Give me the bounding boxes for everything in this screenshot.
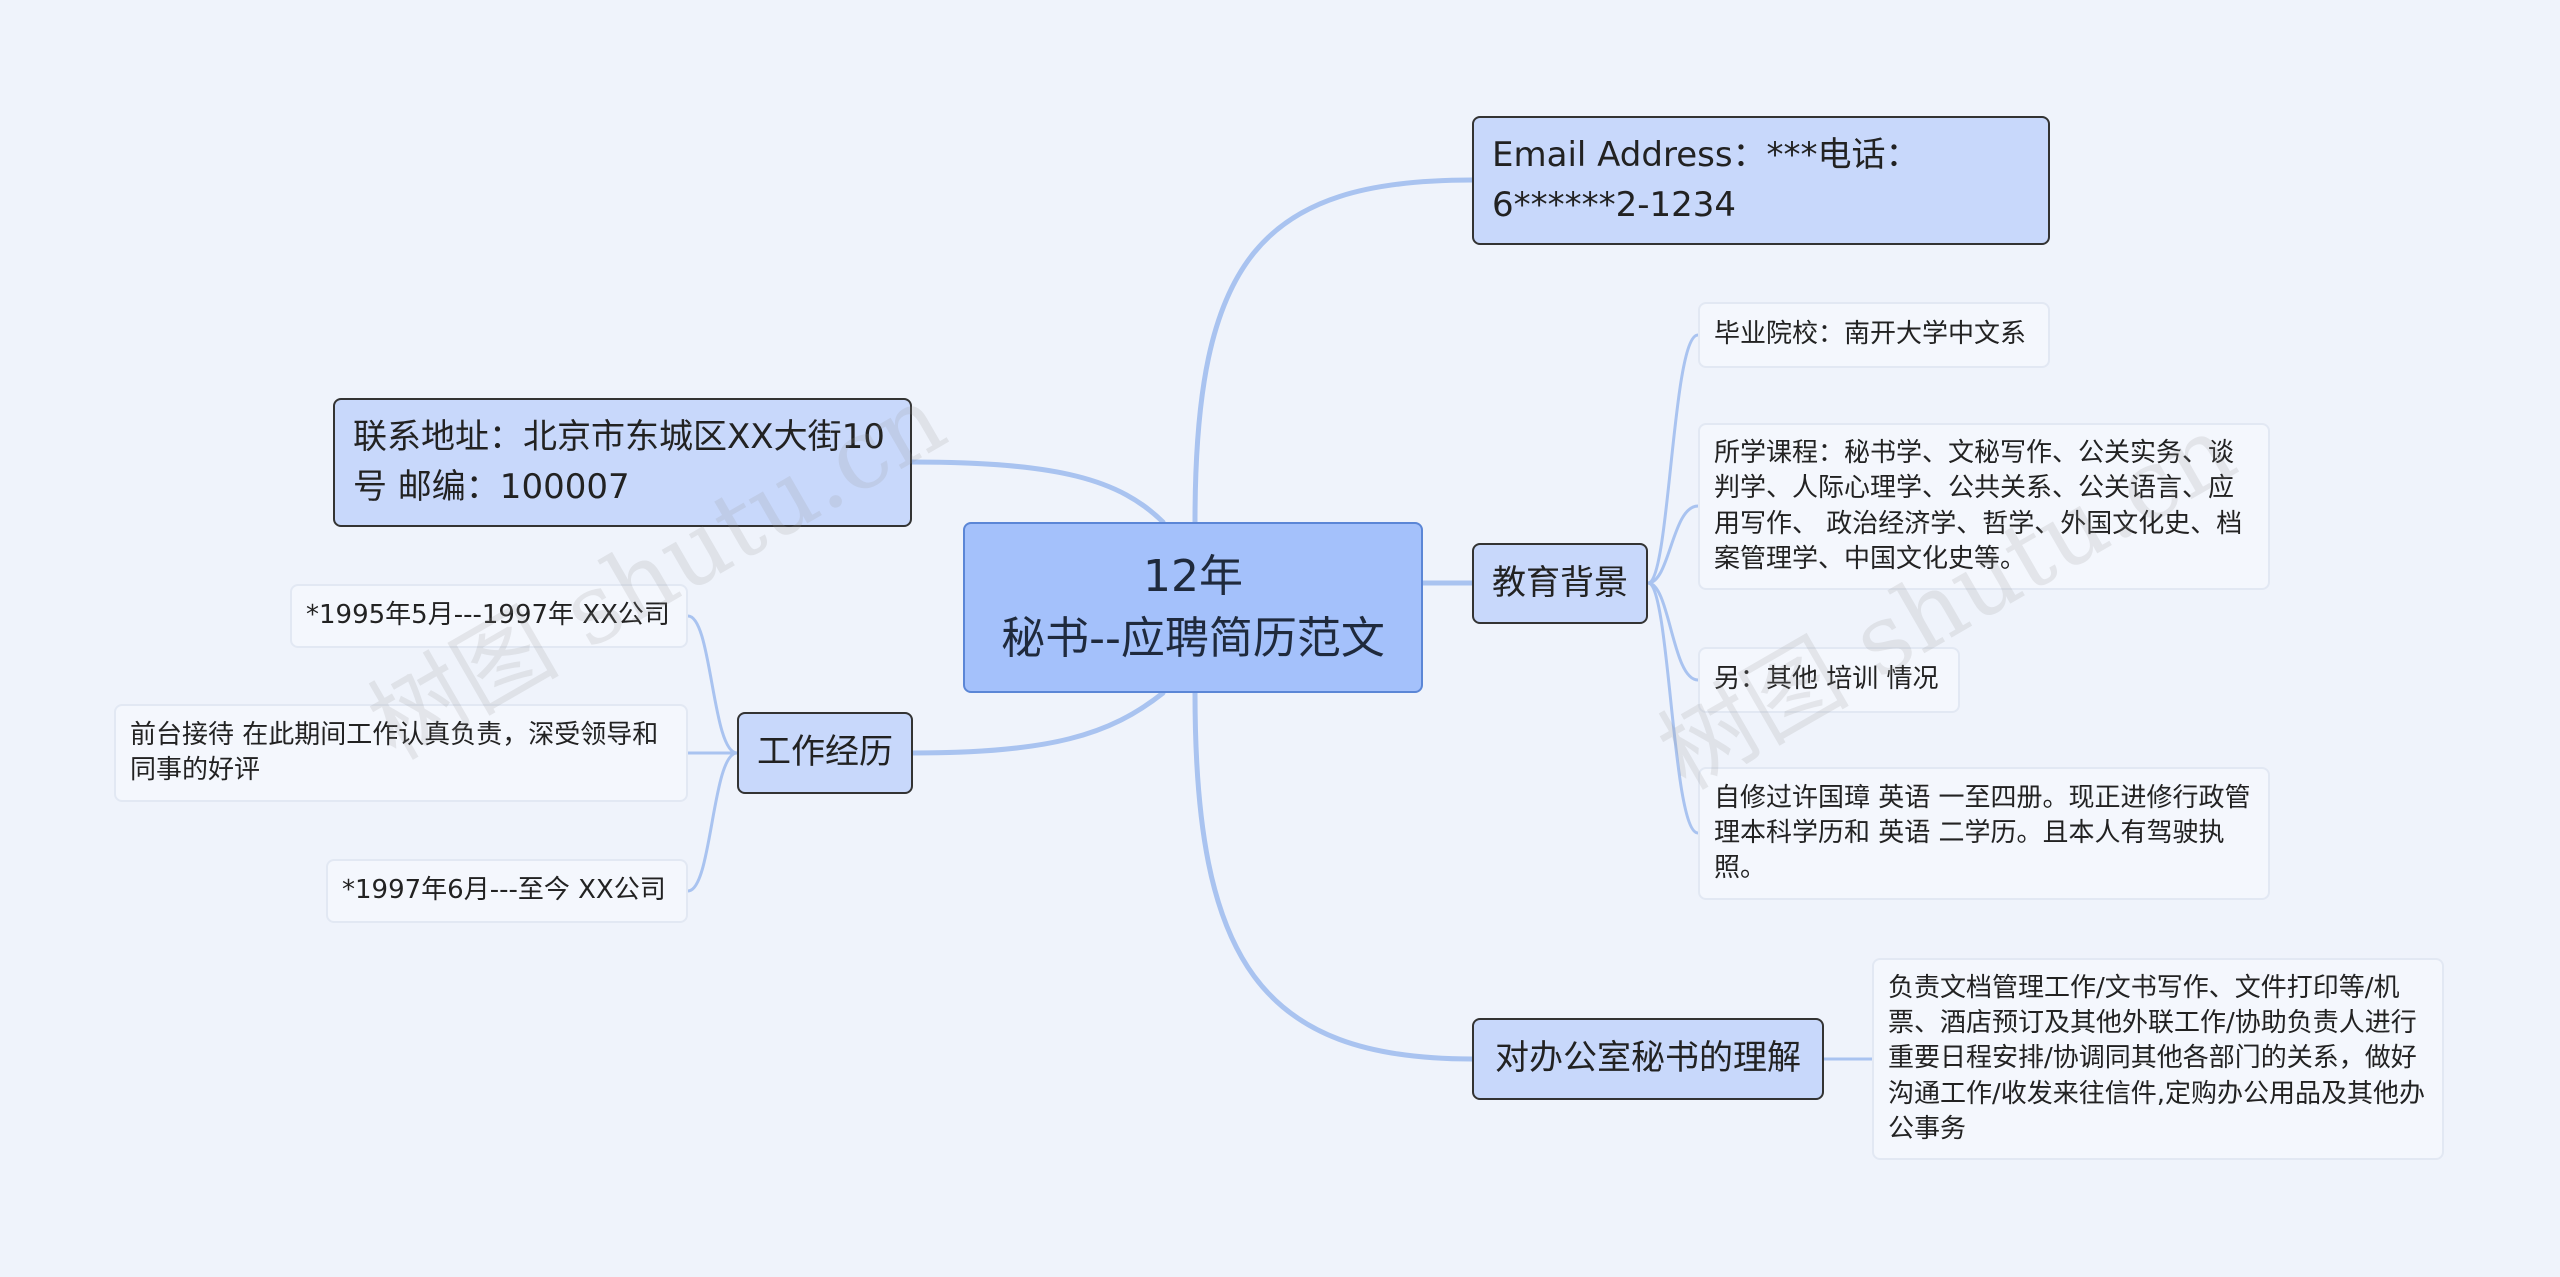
- link-root-office: [1192, 690, 1475, 1062]
- link-root-address: [909, 459, 1166, 525]
- link-edu-training: [1646, 581, 1700, 682]
- education-selfstudy[interactable]: 自修过许国璋 英语 一至四册。现正进修行政管理本科学历和 英语 二学历。且本人有…: [1698, 767, 2270, 900]
- root-node[interactable]: 12年 秘书--应聘简历范文: [963, 522, 1423, 693]
- work-period-2[interactable]: *1997年6月---至今 XX公司: [326, 859, 688, 923]
- education-courses[interactable]: 所学课程：秘书学、文秘写作、公关实务、谈判学、人际心理学、公共关系、公关语言、应…: [1698, 423, 2270, 590]
- link-work-p1: [686, 614, 739, 755]
- link-edu-selfstudy: [1646, 581, 1700, 835]
- link-root-email: [1192, 177, 1475, 525]
- work-label: 工作经历: [757, 732, 893, 773]
- link-root-work: [910, 690, 1166, 756]
- office-label: 对办公室秘书的理解: [1495, 1038, 1801, 1079]
- office-duties[interactable]: 负责文档管理工作/文书写作、文件打印等/机票、酒店预订及其他外联工作/协助负责人…: [1872, 958, 2444, 1160]
- work-description[interactable]: 前台接待 在此期间工作认真负责，深受领导和同事的好评: [114, 704, 688, 802]
- office-node[interactable]: 对办公室秘书的理解: [1472, 1018, 1824, 1100]
- link-edu-courses: [1646, 504, 1700, 585]
- email-node[interactable]: Email Address：***电话：6******2-1234: [1472, 116, 2050, 245]
- education-label: 教育背景: [1492, 562, 1628, 603]
- education-training[interactable]: 另：其他 培训 情况: [1698, 647, 1960, 713]
- email-text: Email Address：***电话：6******2-1234: [1492, 135, 1920, 225]
- work-period-1[interactable]: *1995年5月---1997年 XX公司: [290, 584, 688, 648]
- link-work-p2: [686, 751, 739, 893]
- address-text: 联系地址：北京市东城区XX大街10号 邮编：100007: [353, 417, 885, 507]
- education-node[interactable]: 教育背景: [1472, 543, 1648, 624]
- work-node[interactable]: 工作经历: [737, 712, 913, 794]
- root-title-line1: 12年: [1143, 550, 1243, 602]
- root-title-line2: 秘书--应聘简历范文: [1001, 612, 1385, 664]
- education-school[interactable]: 毕业院校：南开大学中文系: [1698, 302, 2050, 368]
- address-node[interactable]: 联系地址：北京市东城区XX大街10号 邮编：100007: [333, 398, 912, 527]
- link-edu-school: [1646, 333, 1700, 585]
